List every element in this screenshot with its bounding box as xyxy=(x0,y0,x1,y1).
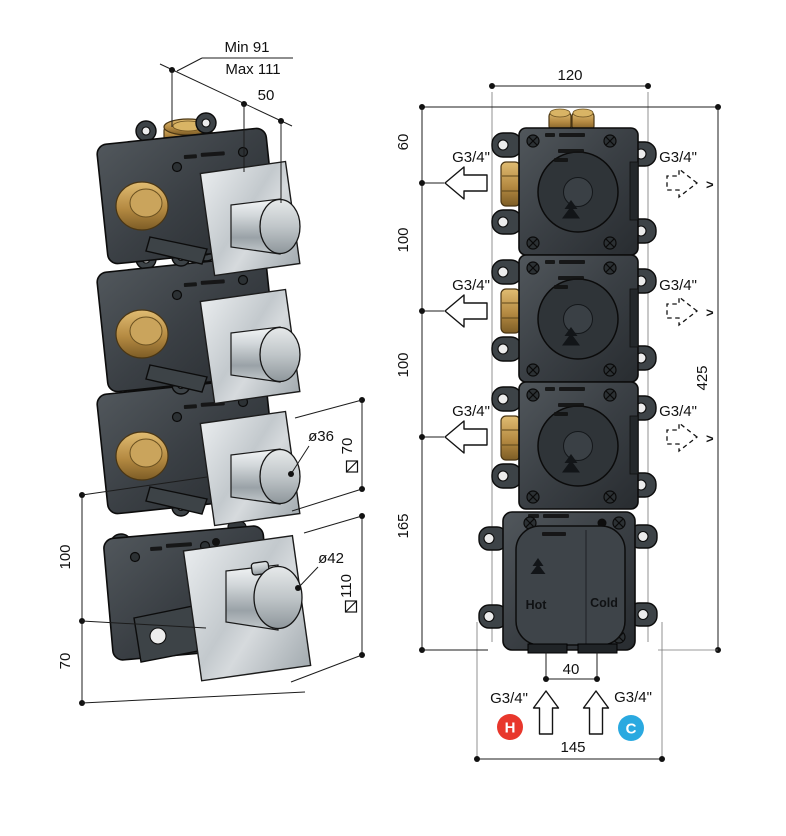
dim-outlet-spacing-1: 100 xyxy=(395,227,412,252)
foot-hole xyxy=(149,627,167,645)
body-marking xyxy=(543,514,569,518)
ear-hole xyxy=(637,608,649,621)
dim-inlet-spacing: 40 xyxy=(563,661,580,678)
dim-handle-diameter: ø36 xyxy=(308,428,334,445)
hot-inlet-stub xyxy=(527,643,568,654)
port-direction-glyph-3: > xyxy=(706,431,714,446)
perspective-thermostat-module xyxy=(103,519,312,682)
body-marking xyxy=(150,546,163,552)
port-label-outlet-left-2: G3/4" xyxy=(452,277,490,294)
port-direction-glyph-1: > xyxy=(706,177,714,192)
port-label-outlet-right-3: G3/4" xyxy=(659,403,697,420)
cold-badge-letter: C xyxy=(626,721,637,738)
dim-bottom-offset: 70 xyxy=(57,653,74,670)
outlet-arrow-right-dashed-3 xyxy=(666,421,699,453)
cold-badge xyxy=(618,715,644,741)
port-direction-glyph-2: > xyxy=(706,305,714,320)
port-label-outlet-left-1: G3/4" xyxy=(452,149,490,166)
dim-top-to-first-outlet: 60 xyxy=(395,134,412,151)
front-view: Hot Cold 120 60 100 100 165 xyxy=(395,67,721,762)
cold-inlet-stub xyxy=(577,643,618,654)
index-dot xyxy=(212,538,220,546)
perspective-view: Min 91 Max 111 50 ø36 70 ø42 110 xyxy=(57,39,365,706)
screw xyxy=(129,551,141,563)
dim-outlet-to-inlet: 165 xyxy=(395,513,412,538)
outlet-arrow-right-dashed-2 xyxy=(666,295,699,327)
dim-outlet-spacing-2: 100 xyxy=(395,352,412,377)
ear-hole xyxy=(483,532,495,545)
thermo-handle-face xyxy=(253,565,303,630)
port-label-hot-inlet: G3/4" xyxy=(490,690,528,707)
inlet-ports: G3/4" G3/4" H C xyxy=(490,689,652,741)
cold-port-label: Cold xyxy=(590,596,618,610)
ear-hole xyxy=(637,530,649,543)
front-view-thermostat-module: Hot Cold xyxy=(478,511,658,654)
dim-depth-max: Max 111 xyxy=(225,61,280,78)
dim-module-spacing: 100 xyxy=(57,544,74,569)
outlet-ports: G3/4" G3/4" G3/4" > > > G3/4" G3/4" G3/4… xyxy=(444,149,714,454)
face-marking xyxy=(542,532,566,536)
dim-trim-plate-square: 70 xyxy=(339,438,356,455)
port-label-cold-inlet: G3/4" xyxy=(614,689,652,706)
body-marking xyxy=(165,542,192,548)
outlet-arrow-left-1 xyxy=(444,166,488,200)
perspective-view-dimensions: Min 91 Max 111 50 ø36 70 ø42 110 xyxy=(57,39,365,706)
dim-thermo-handle-diameter: ø42 xyxy=(318,550,344,567)
dim-body-width: 120 xyxy=(557,67,582,84)
outlet-arrow-left-3 xyxy=(444,420,488,454)
port-label-outlet-right-1: G3/4" xyxy=(659,149,697,166)
recyclable-material-icon xyxy=(530,558,546,574)
ear-hole xyxy=(483,610,495,623)
hot-badge xyxy=(497,714,523,740)
dim-overall-width: 145 xyxy=(560,739,585,756)
front-view-dimensions: 120 60 100 100 165 425 40 xyxy=(395,67,721,762)
hot-badge-letter: H xyxy=(505,720,516,737)
outlet-arrow-left-2 xyxy=(444,294,488,328)
hot-port-label: Hot xyxy=(526,598,548,612)
thermostat-face xyxy=(515,525,626,646)
port-label-outlet-right-2: G3/4" xyxy=(659,277,697,294)
dim-thermo-plate-square: 110 xyxy=(338,574,355,598)
cold-inlet-arrow xyxy=(582,690,610,735)
square-section-symbol xyxy=(345,460,359,473)
outlet-arrow-right-dashed-1 xyxy=(666,167,699,199)
dim-depth-min: Min 91 xyxy=(224,39,269,56)
hot-inlet-arrow xyxy=(532,690,560,735)
port-label-outlet-left-3: G3/4" xyxy=(452,403,490,420)
dim-overall-height: 425 xyxy=(694,365,711,390)
brass-top-fittings xyxy=(548,108,595,131)
dim-plate-offset: 50 xyxy=(258,87,275,104)
square-section-symbol xyxy=(344,600,358,613)
